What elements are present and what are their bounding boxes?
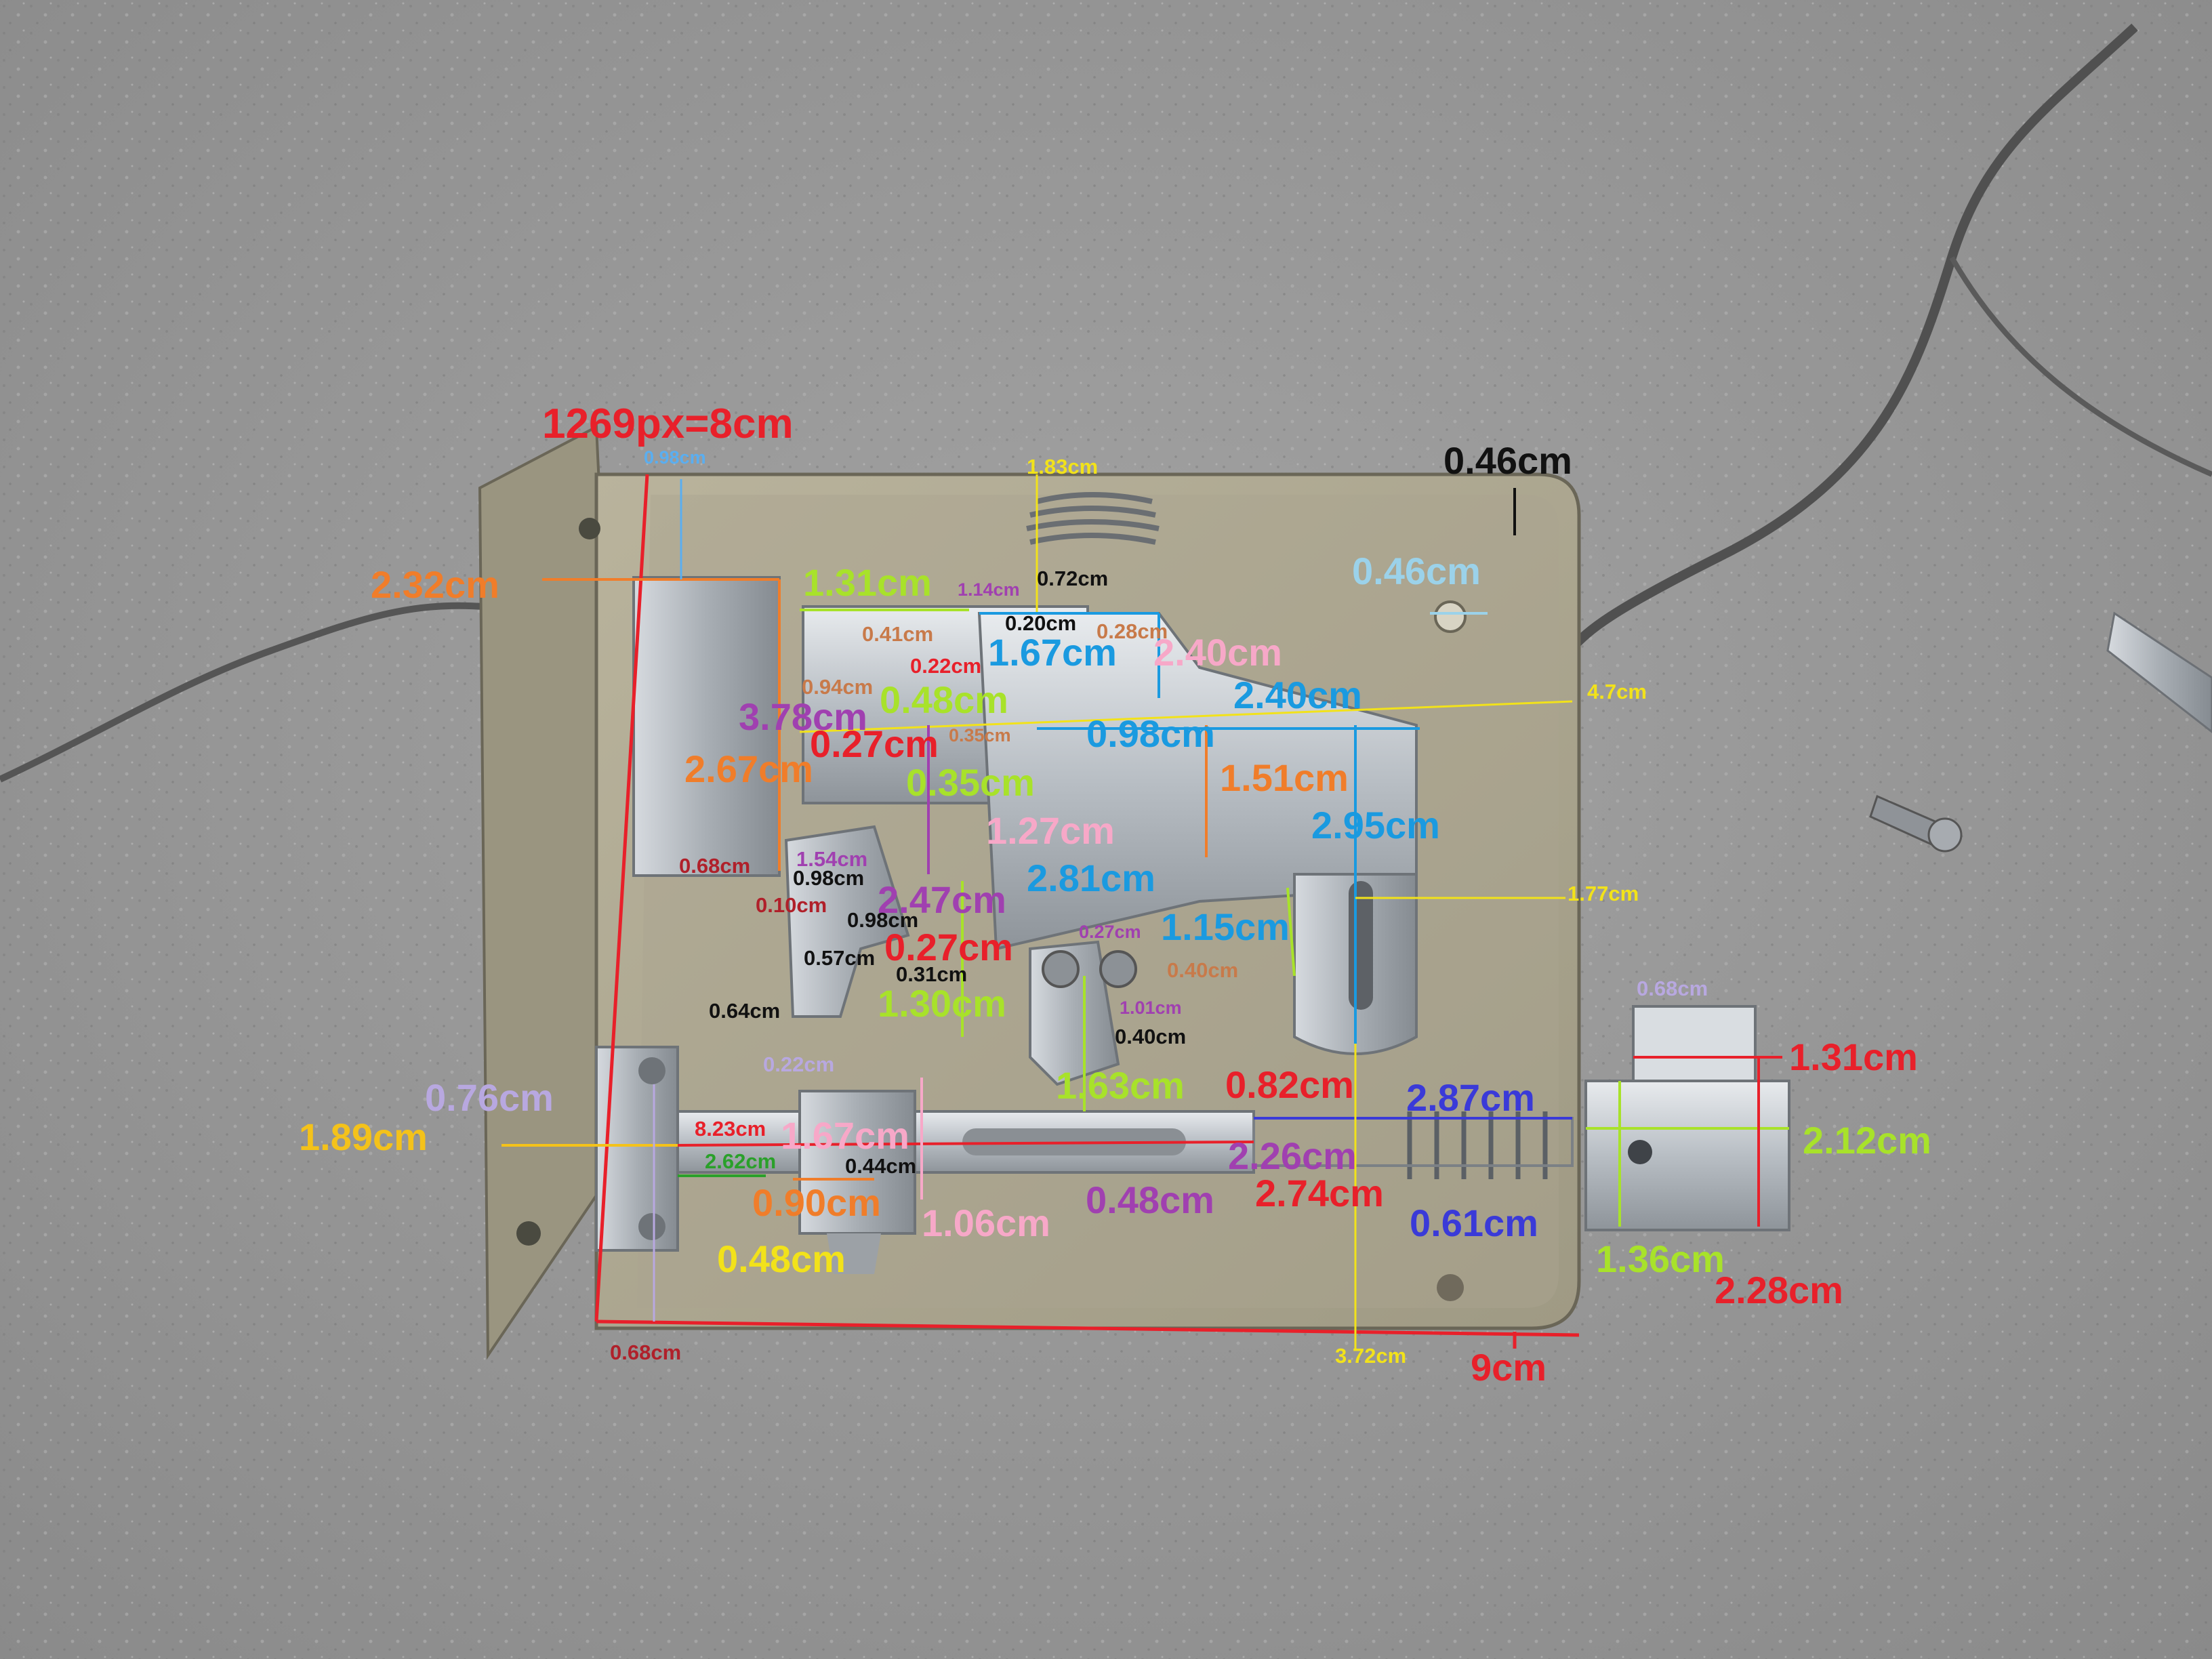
measure-label: 0.40cm bbox=[1167, 958, 1239, 982]
measure-label: 9cm bbox=[1471, 1346, 1547, 1389]
measure-label: 1.31cm bbox=[803, 561, 932, 604]
measure-label: 1.89cm bbox=[299, 1115, 428, 1158]
screw bbox=[1869, 794, 1963, 853]
measure-label: 0.68cm bbox=[1637, 977, 1708, 1000]
measure-label: 0.68cm bbox=[679, 854, 751, 878]
top-spring bbox=[1026, 492, 1160, 545]
measure-label: 1.06cm bbox=[922, 1202, 1050, 1244]
measure-label: 2.40cm bbox=[1233, 674, 1362, 716]
measure-label: 0.94cm bbox=[802, 675, 874, 699]
measure-label: 0.20cm bbox=[1005, 611, 1077, 635]
measure-label: 1.31cm bbox=[1789, 1036, 1918, 1078]
measure-label: 0.46cm bbox=[1443, 439, 1572, 482]
measure-label: 0.27cm bbox=[1079, 922, 1141, 942]
measure-label: 0.82cm bbox=[1225, 1063, 1354, 1106]
measure-label: 1.63cm bbox=[1056, 1064, 1185, 1107]
measure-label: 1.77cm bbox=[1568, 882, 1639, 905]
measure-label: 0.28cm bbox=[1097, 619, 1168, 643]
measure-label: 2.12cm bbox=[1803, 1119, 1931, 1162]
measure-label: 1.01cm bbox=[1120, 998, 1182, 1018]
measure-label: 2.81cm bbox=[1027, 857, 1155, 899]
measure-label: 0.35cm bbox=[906, 761, 1035, 804]
measure-label: 1.36cm bbox=[1596, 1237, 1725, 1280]
measure-label: 3.78cm bbox=[739, 695, 867, 738]
measure-label: 2.40cm bbox=[1153, 631, 1282, 674]
measure-label: 1.54cm bbox=[796, 847, 868, 871]
measure-label: 0.98cm bbox=[793, 866, 865, 890]
measure-label: 1.27cm bbox=[986, 809, 1115, 852]
measure-label: 0.22cm bbox=[910, 654, 982, 678]
measure-label: 8.23cm bbox=[695, 1117, 766, 1141]
measure-label: 1.67cm bbox=[781, 1114, 909, 1157]
measure-label: 1.51cm bbox=[1220, 756, 1349, 799]
measure-label: 3.72cm bbox=[1335, 1344, 1407, 1368]
measure-label: 0.61cm bbox=[1410, 1202, 1538, 1244]
measure-label: 0.76cm bbox=[425, 1076, 554, 1119]
measure-label: 0.57cm bbox=[804, 946, 876, 970]
scale-label: 1269px=8cm bbox=[542, 401, 794, 447]
measure-label: 2.26cm bbox=[1228, 1134, 1357, 1177]
measure-label: 0.27cm bbox=[884, 926, 1013, 968]
measure-label: 1.83cm bbox=[1027, 455, 1099, 478]
measure-label: 1.30cm bbox=[878, 982, 1006, 1025]
measure-label: 0.98cm bbox=[644, 447, 706, 468]
measure-label: 2.32cm bbox=[371, 563, 499, 606]
measure-label: 0.90cm bbox=[752, 1181, 881, 1224]
measure-label: 1.67cm bbox=[988, 631, 1117, 674]
measure-label: 0.68cm bbox=[610, 1340, 682, 1364]
measure-label: 0.35cm bbox=[949, 725, 1011, 745]
measure-label: 2.62cm bbox=[705, 1149, 777, 1173]
measure-label: 0.41cm bbox=[862, 622, 934, 646]
measure-label: 0.48cm bbox=[880, 678, 1008, 721]
measure-label: 2.74cm bbox=[1255, 1172, 1384, 1214]
measure-label: 0.22cm bbox=[763, 1052, 835, 1076]
measure-label: 0.10cm bbox=[756, 893, 827, 917]
measure-label: 0.98cm bbox=[847, 908, 919, 932]
measure-label: 2.67cm bbox=[684, 747, 813, 790]
measure-label: 0.72cm bbox=[1037, 567, 1109, 590]
hook-lever bbox=[784, 825, 1137, 1086]
measure-label: 1.15cm bbox=[1161, 905, 1290, 948]
measure-label: 2.95cm bbox=[1311, 804, 1440, 846]
measure-label: 2.87cm bbox=[1406, 1076, 1535, 1119]
measure-label: 4.7cm bbox=[1587, 680, 1647, 703]
measure-label: 2.28cm bbox=[1715, 1269, 1843, 1311]
measure-label: 1.14cm bbox=[958, 579, 1020, 600]
measure-label: 0.46cm bbox=[1352, 550, 1481, 592]
measure-label: 2.47cm bbox=[878, 878, 1006, 921]
measure-label: 0.98cm bbox=[1086, 712, 1215, 755]
measure-label: 0.40cm bbox=[1115, 1025, 1187, 1048]
measurement-lines bbox=[501, 474, 1789, 1349]
key bbox=[2106, 611, 2212, 733]
measure-label: 0.64cm bbox=[709, 999, 781, 1023]
measure-label: 0.44cm bbox=[845, 1154, 917, 1178]
measure-label: 0.48cm bbox=[717, 1237, 846, 1280]
measure-label: 0.48cm bbox=[1086, 1179, 1214, 1221]
measure-label: 0.27cm bbox=[810, 722, 939, 765]
measure-label: 0.31cm bbox=[896, 962, 968, 986]
